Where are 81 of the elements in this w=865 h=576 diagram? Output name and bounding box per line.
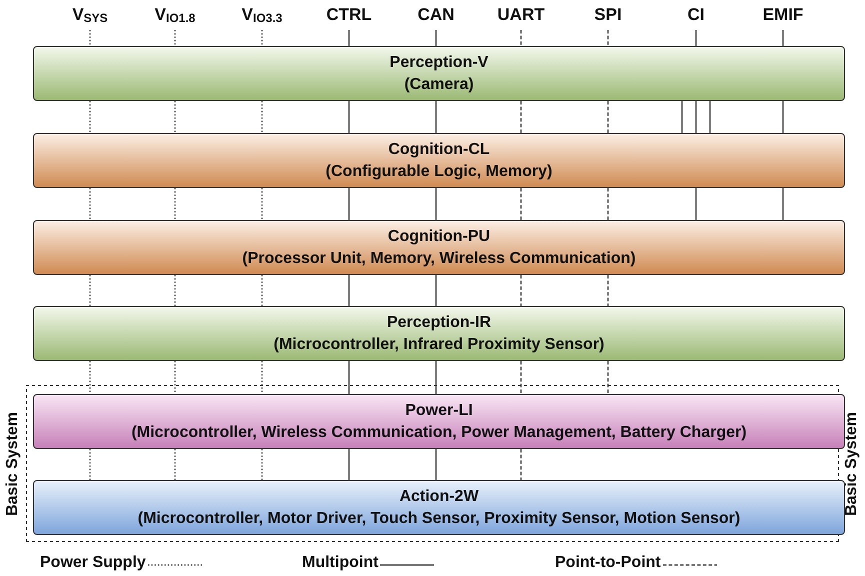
bus-label: CI bbox=[656, 4, 736, 30]
bus-line bbox=[520, 30, 522, 46]
bus-line bbox=[435, 275, 437, 306]
bus-line bbox=[89, 30, 91, 46]
bus-line bbox=[174, 275, 176, 306]
module-box bbox=[33, 480, 845, 535]
bus-line bbox=[261, 30, 263, 46]
module-description: (Microcontroller, Motor Driver, Touch Sensor, Proximity Sensor, Motion Sensor) bbox=[138, 508, 740, 528]
bus-label: CTRL bbox=[309, 4, 389, 30]
bus-line bbox=[782, 188, 784, 220]
legend-label: Power Supply bbox=[40, 553, 146, 573]
module-description: (Microcontroller, Wireless Communication, Power Management, Battery Charger) bbox=[131, 422, 747, 442]
bus-line bbox=[607, 188, 609, 220]
legend-label: Multipoint bbox=[302, 553, 378, 573]
bus-line bbox=[435, 449, 437, 480]
bus-line bbox=[520, 361, 522, 394]
module-title: Perception-IR bbox=[386, 312, 491, 332]
bus-line bbox=[174, 449, 176, 480]
bus-line bbox=[435, 361, 437, 394]
bus-label: V$_{IO3.3}$ bbox=[222, 4, 302, 30]
bus-line bbox=[782, 101, 784, 133]
bus-line bbox=[174, 101, 176, 133]
bus-line bbox=[435, 30, 437, 46]
bus-line bbox=[607, 30, 609, 46]
module-box bbox=[33, 220, 845, 275]
bus-line bbox=[89, 275, 91, 306]
bus-line bbox=[261, 275, 263, 306]
bus-line bbox=[261, 101, 263, 133]
bus-line bbox=[695, 30, 697, 46]
bus-line bbox=[695, 188, 697, 220]
module-box bbox=[33, 133, 845, 188]
bus-line bbox=[709, 101, 711, 133]
bus-line bbox=[607, 275, 609, 306]
module-description: (Configurable Logic, Memory) bbox=[326, 162, 552, 182]
bus-label: CAN bbox=[396, 4, 476, 30]
module-title: Cognition-PU bbox=[388, 226, 490, 246]
bus-line bbox=[607, 361, 609, 394]
bus-label: SPI bbox=[568, 4, 648, 30]
bus-line bbox=[89, 449, 91, 480]
bus-line bbox=[261, 188, 263, 220]
bus-line bbox=[681, 101, 683, 133]
module-box bbox=[33, 306, 845, 361]
bus-line bbox=[435, 101, 437, 133]
bus-line bbox=[782, 30, 784, 46]
bus-line bbox=[607, 101, 609, 133]
bus-line bbox=[348, 275, 350, 306]
bus-line bbox=[174, 188, 176, 220]
bus-line bbox=[520, 101, 522, 133]
bus-line bbox=[89, 101, 91, 133]
bus-line bbox=[261, 361, 263, 394]
bus-line bbox=[348, 30, 350, 46]
legend-label: Point-to-Point bbox=[555, 553, 661, 573]
bus-line bbox=[89, 188, 91, 220]
bus-line bbox=[261, 449, 263, 480]
module-title: Cognition-CL bbox=[388, 140, 490, 160]
bus-line bbox=[520, 449, 522, 480]
bus-label: V$_{SYS}$ bbox=[50, 4, 130, 30]
bus-line bbox=[695, 101, 697, 133]
bus-line bbox=[174, 30, 176, 46]
bus-line bbox=[348, 361, 350, 394]
bus-line bbox=[89, 361, 91, 394]
bus-line bbox=[348, 188, 350, 220]
module-description: (Processor Unit, Memory, Wireless Communication) bbox=[242, 248, 636, 268]
bus-line bbox=[174, 361, 176, 394]
module-box bbox=[33, 46, 845, 101]
bus-line bbox=[435, 188, 437, 220]
module-box bbox=[33, 394, 845, 449]
bus-line bbox=[348, 101, 350, 133]
module-title: Perception-V bbox=[390, 52, 488, 72]
module-description: (Camera) bbox=[404, 74, 474, 94]
bus-line bbox=[520, 188, 522, 220]
group-label: Basic System bbox=[3, 411, 22, 516]
group-label: Basic System bbox=[842, 411, 862, 516]
module-title: Power-LI bbox=[405, 400, 473, 420]
bus-line bbox=[520, 275, 522, 306]
bus-line bbox=[348, 449, 350, 480]
module-description: (Microcontroller, Infrared Proximity Sensor) bbox=[274, 334, 604, 354]
bus-label: EMIF bbox=[743, 4, 823, 30]
module-title: Action-2W bbox=[399, 486, 479, 506]
bus-label: V$_{IO1.8}$ bbox=[135, 4, 215, 30]
bus-label: UART bbox=[481, 4, 561, 30]
